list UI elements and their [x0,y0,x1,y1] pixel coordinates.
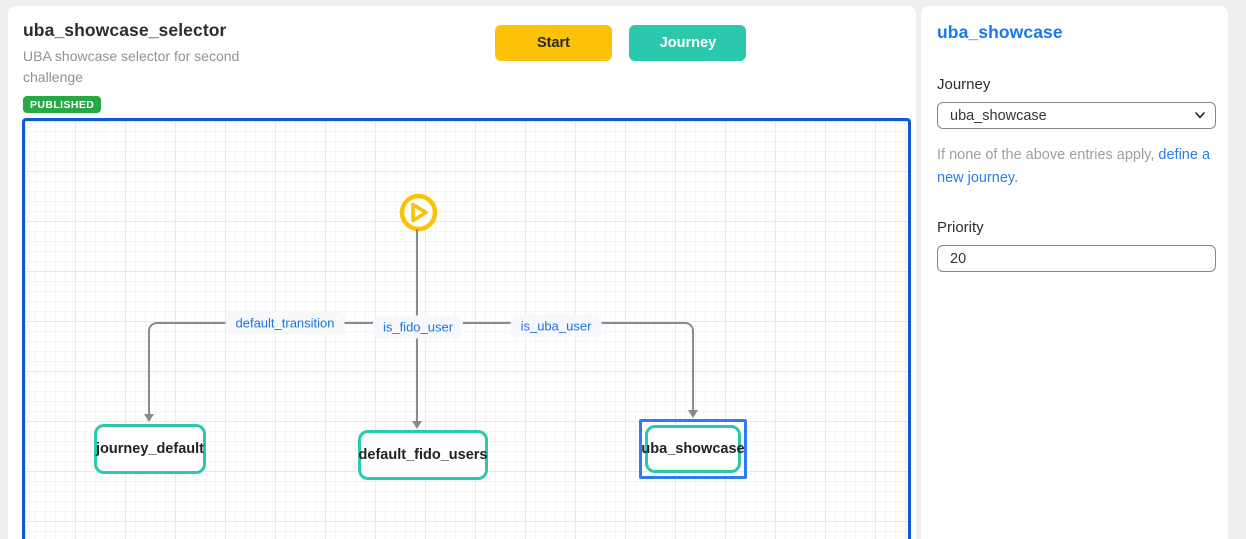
properties-panel: uba_showcase Journey uba_showcase If non… [921,6,1228,539]
arrowhead-icon [412,421,422,429]
journey-field: Journey uba_showcase If none of the abov… [937,76,1216,190]
edge-label-is-fido-user[interactable]: is_fido_user [372,315,464,339]
flow-canvas[interactable]: default_transition is_fido_user is_uba_u… [22,118,911,539]
priority-label: Priority [937,219,984,237]
node-default-fido-users[interactable]: default_fido_users [358,430,488,480]
status-badge: PUBLISHED [23,96,102,113]
page-subtitle: UBA showcase selector for second challen… [23,48,240,85]
node-uba-showcase[interactable]: uba_showcase [641,425,745,473]
start-node[interactable] [397,191,440,234]
edge-label-default-transition[interactable]: default_transition [225,311,345,335]
play-icon [399,193,438,232]
journey-helper-text: If none of the above entries apply, defi… [937,144,1219,190]
priority-input[interactable] [937,245,1216,273]
journey-button[interactable]: Journey [629,25,747,61]
priority-field: Priority [937,219,1216,273]
journey-label: Journey [937,76,991,93]
panel-title: uba_showcase [937,22,1063,42]
helper-text-static: If none of the above entries apply, [937,147,1155,163]
toolbar: Start Journey [495,25,747,61]
arrowhead-icon [144,414,154,422]
edge-label-is-uba-user[interactable]: is_uba_user [510,314,602,338]
page-title: uba_showcase_selector [23,20,227,40]
define-new-journey-link[interactable]: define a new journey. [937,147,1211,187]
header: uba_showcase_selector UBA showcase selec… [23,20,293,113]
node-selection-outline[interactable]: uba_showcase [639,419,747,479]
arrowhead-icon [688,410,698,418]
selector-card: uba_showcase_selector UBA showcase selec… [8,6,916,539]
node-journey-default[interactable]: journey_default [94,424,206,474]
start-button[interactable]: Start [495,25,612,61]
journey-select[interactable]: uba_showcase [937,102,1216,129]
